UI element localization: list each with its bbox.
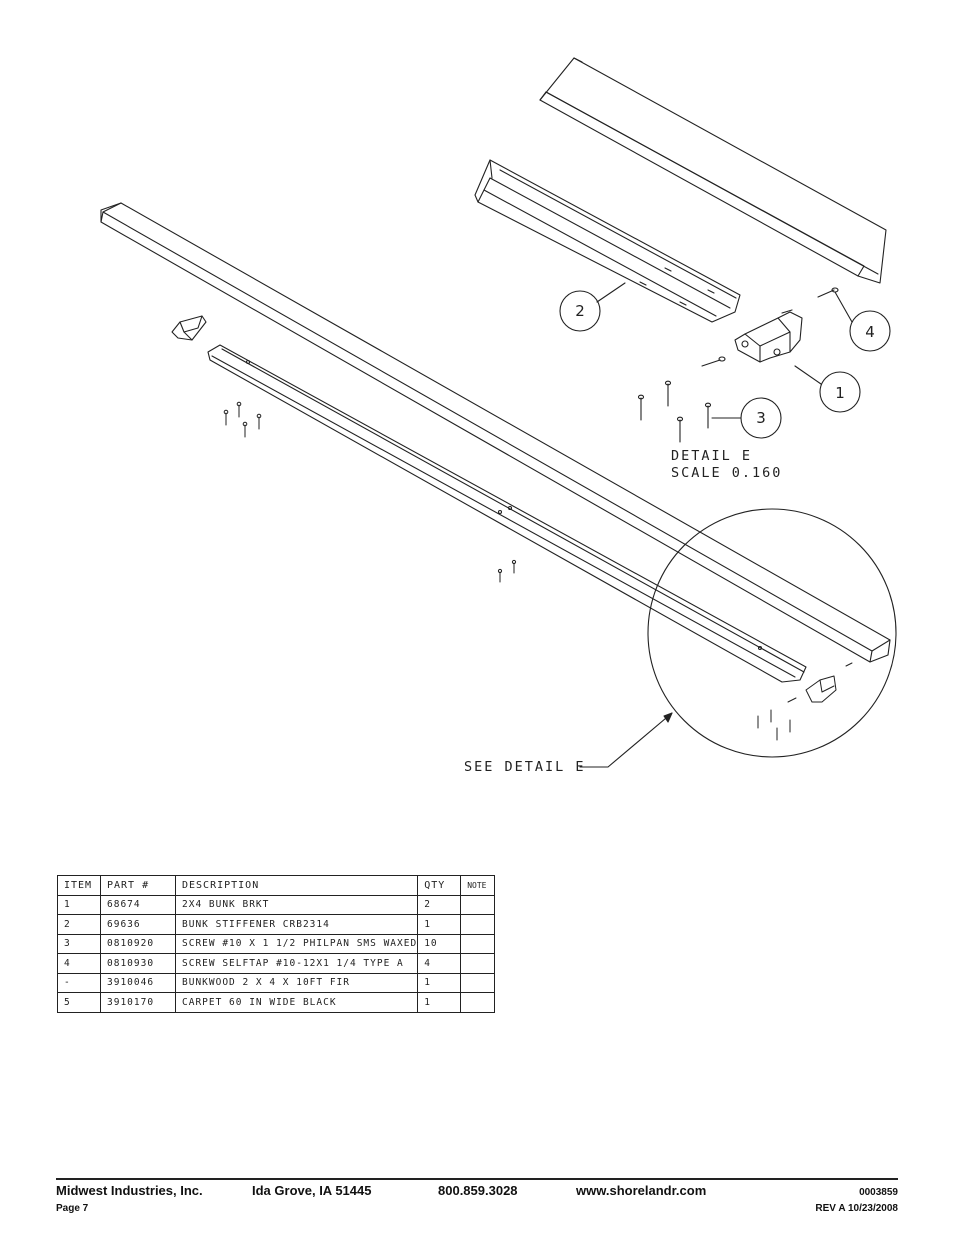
footer-divider: [56, 1178, 898, 1180]
bom-cell-part: 68674: [100, 894, 176, 915]
footer-website: www.shorelandr.com: [576, 1183, 707, 1198]
bom-cell-item: 2: [57, 914, 101, 935]
footer-city: Ida Grove, IA 51445: [252, 1183, 372, 1198]
detail-circle-parts: [757, 662, 853, 741]
bom-header-description: DESCRIPTION: [174, 875, 419, 896]
bom-cell-qty: 2: [417, 894, 462, 915]
bom-cell-description: BUNK STIFFENER CRB2314: [174, 914, 419, 935]
carpet-part: [539, 57, 887, 284]
bom-cell-note: [460, 933, 496, 954]
bom-row: 5 3910170 CARPET 60 IN WIDE BLACK 1: [57, 992, 496, 1013]
detail-title: DETAIL E: [671, 448, 752, 464]
footer-page-number: Page 7: [56, 1203, 89, 1214]
footer-phone: 800.859.3028: [438, 1183, 518, 1198]
bom-cell-description: SCREW SELFTAP #10-12X1 1/4 TYPE A: [174, 953, 419, 974]
bom-cell-part: 0810930: [100, 953, 176, 974]
bom-cell-note: [460, 953, 496, 974]
detail-scale: SCALE 0.160: [671, 465, 782, 481]
bom-header-note: NOTE: [460, 875, 496, 896]
bom-cell-item: 1: [57, 894, 101, 915]
bom-row: 2 69636 BUNK STIFFENER CRB2314 1: [57, 914, 496, 935]
bom-cell-description: 2X4 BUNK BRKT: [174, 894, 419, 915]
bom-cell-part: 69636: [100, 914, 176, 935]
bom-cell-qty: 4: [417, 953, 462, 974]
screws-left: [223, 401, 517, 583]
bom-cell-part: 0810920: [100, 933, 176, 954]
bom-header-item: ITEM: [57, 875, 101, 896]
bom-cell-qty: 1: [417, 992, 462, 1013]
bom-cell-note: [460, 914, 496, 935]
bom-cell-description: BUNKWOOD 2 X 4 X 10FT FIR: [174, 972, 419, 993]
bunk-stiffener-detail: [474, 159, 741, 323]
balloon-2: 2: [575, 302, 585, 320]
bom-header-row: ITEM PART # DESCRIPTION QTY NOTE: [57, 875, 496, 896]
bom-header-part: PART #: [100, 875, 176, 896]
detail-callout: [579, 508, 897, 768]
balloon-1: 1: [835, 384, 845, 402]
bunkwood-main: [100, 202, 891, 663]
bom-cell-item: 4: [57, 953, 101, 974]
philpan-screws-detail: [637, 380, 712, 443]
bom-cell-qty: 1: [417, 972, 462, 993]
bom-cell-item: -: [57, 972, 101, 993]
footer-revision: REV A 10/23/2008: [815, 1203, 898, 1214]
balloon-3: 3: [756, 409, 766, 427]
footer-company: Midwest Industries, Inc.: [56, 1183, 203, 1198]
bom-cell-description: CARPET 60 IN WIDE BLACK: [174, 992, 419, 1013]
bom-cell-part: 3910170: [100, 992, 176, 1013]
bom-row: 4 0810930 SCREW SELFTAP #10-12X1 1/4 TYP…: [57, 953, 496, 974]
see-detail-label: SEE DETAIL E: [464, 759, 586, 775]
bom-cell-item: 5: [57, 992, 101, 1013]
bom-cell-qty: 10: [417, 933, 462, 954]
bom-cell-note: [460, 972, 496, 993]
bom-cell-description: SCREW #10 X 1 1/2 PHILPAN SMS WAXED: [174, 933, 419, 954]
bunk-bracket-left: [171, 315, 207, 341]
bunk-stiffener-main: [207, 344, 807, 683]
bom-cell-item: 3: [57, 933, 101, 954]
balloon-4: 4: [865, 323, 875, 341]
bom-cell-part: 3910046: [100, 972, 176, 993]
bom-header-qty: QTY: [417, 875, 462, 896]
footer-doc-number: 0003859: [859, 1187, 898, 1198]
balloon-leaders: [559, 282, 891, 439]
bom-cell-note: [460, 992, 496, 1013]
bom-cell-note: [460, 894, 496, 915]
bom-row: 1 68674 2X4 BUNK BRKT 2: [57, 894, 496, 915]
bom-cell-qty: 1: [417, 914, 462, 935]
bom-row: - 3910046 BUNKWOOD 2 X 4 X 10FT FIR 1: [57, 972, 496, 993]
bill-of-materials: ITEM PART # DESCRIPTION QTY NOTE 1 68674…: [57, 875, 496, 1013]
bunk-bracket-detail: [734, 309, 803, 363]
bom-row: 3 0810920 SCREW #10 X 1 1/2 PHILPAN SMS …: [57, 933, 496, 954]
